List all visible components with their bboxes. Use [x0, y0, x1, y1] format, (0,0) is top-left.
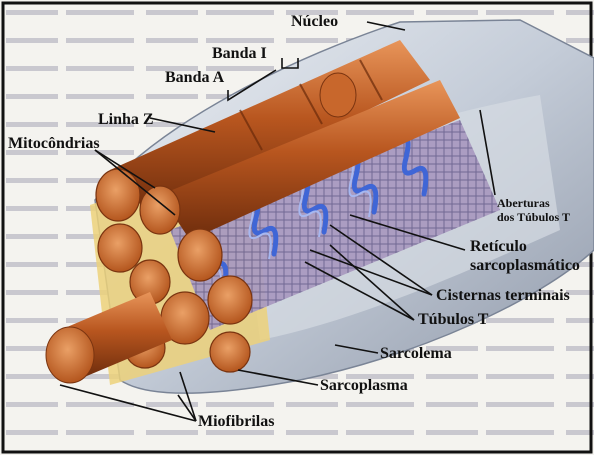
label-cisternas: Cisternas terminais: [436, 287, 570, 304]
label-banda-i: Banda I: [212, 45, 267, 62]
label-reticulo-1: Retículo: [470, 238, 527, 255]
label-mitocondrias: Mitocôndrias: [8, 135, 100, 152]
label-sarcoplasma: Sarcoplasma: [320, 377, 408, 394]
label-sarcolema: Sarcolema: [380, 345, 452, 362]
label-linha-z: Linha Z: [98, 111, 154, 128]
label-banda-a: Banda A: [165, 69, 225, 86]
label-aberturas-2: dos Túbulos T: [497, 210, 570, 224]
label-reticulo-2: sarcoplasmático: [470, 257, 580, 274]
label-nucleo: Núcleo: [291, 13, 338, 30]
label-aberturas-1: Aberturas: [497, 196, 550, 210]
label-miofibrilas: Miofibrilas: [198, 413, 274, 430]
label-tubulos: Túbulos T: [418, 311, 489, 328]
nucleus: [320, 73, 356, 117]
myofibril-protruding-end: [46, 327, 94, 383]
